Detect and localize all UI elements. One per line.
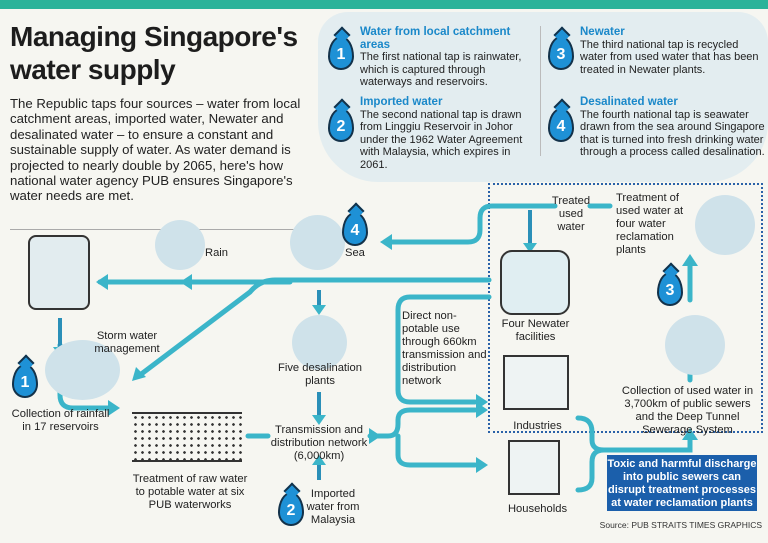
flow-to-sea: [382, 203, 558, 245]
drop-icon-1-diagram: 1: [12, 364, 38, 398]
newater-tanks-icon: [500, 250, 570, 315]
drop-icon-3-diagram: 3: [657, 272, 683, 306]
drop-icon-4: 4: [548, 108, 574, 142]
buildings-icon: [28, 235, 90, 310]
label-rain: Rain: [205, 247, 229, 259]
drop-icon-2-diagram: 2: [278, 492, 304, 526]
drop-icon-3: 3: [548, 36, 574, 70]
label-industries: Industries: [513, 420, 562, 432]
label-reservoirs: Collection of rainfall in 17 reservoirs: [11, 408, 110, 433]
intro-text: The Republic taps four sources – water f…: [10, 96, 301, 204]
legend-divider: [540, 26, 541, 156]
flow-direct-to-industries: [395, 294, 492, 405]
newater-dotted-box: [488, 183, 763, 433]
label-reclamation: Treatment of used water at four water re…: [616, 192, 684, 256]
label-treatment: Treatment of raw water to potable water …: [132, 473, 248, 511]
label-treated: Treated used water: [551, 195, 591, 233]
title-line: water supply: [10, 54, 176, 85]
label-collection: Collection of used water in 3,700km of p…: [621, 385, 754, 436]
drop-icon-4-diagram: 4: [342, 212, 368, 246]
label-direct: Direct non-potable use through 660km tra…: [402, 310, 487, 387]
divider: [10, 229, 306, 230]
label-desal: Five desalination plants: [278, 362, 362, 387]
label-storm: Storm water management: [94, 330, 160, 355]
toxic-warning-box: Toxic and harmful discharge into public …: [607, 455, 757, 511]
label-sea: Sea: [345, 247, 365, 259]
sea-wave-icon: [290, 215, 345, 270]
flow-newater-to-reservoir: [137, 277, 492, 378]
label-households: Households: [507, 503, 568, 515]
clean-water-icon: [695, 195, 755, 255]
flow-reservoir-to-treatment: [57, 342, 115, 411]
label-network: Transmission and distribution network (6…: [270, 424, 368, 462]
rain-cloud-icon: [155, 220, 205, 270]
top-bar: [0, 0, 768, 9]
legend-background: [318, 12, 768, 182]
reservoir-icon: [45, 340, 120, 400]
water-treatment-icon: [132, 412, 242, 462]
flow-network-to-users: [367, 407, 478, 468]
drop-icon-1: 1: [328, 36, 354, 70]
drop-icon-2: 2: [328, 108, 354, 142]
flow-to-sewers: [575, 415, 693, 493]
house-icon: [508, 440, 560, 495]
title-line: Managing Singapore's: [10, 21, 298, 52]
label-newater: Four Newater facilities: [501, 318, 570, 343]
desalination-plant-icon: [292, 315, 347, 370]
factory-icon: [503, 355, 569, 410]
sewer-pipe-icon: [665, 315, 725, 375]
label-imported: Imported water from Malaysia: [306, 488, 360, 526]
source-credit: Source: PUB STRAITS TIMES GRAPHICS: [599, 520, 762, 530]
